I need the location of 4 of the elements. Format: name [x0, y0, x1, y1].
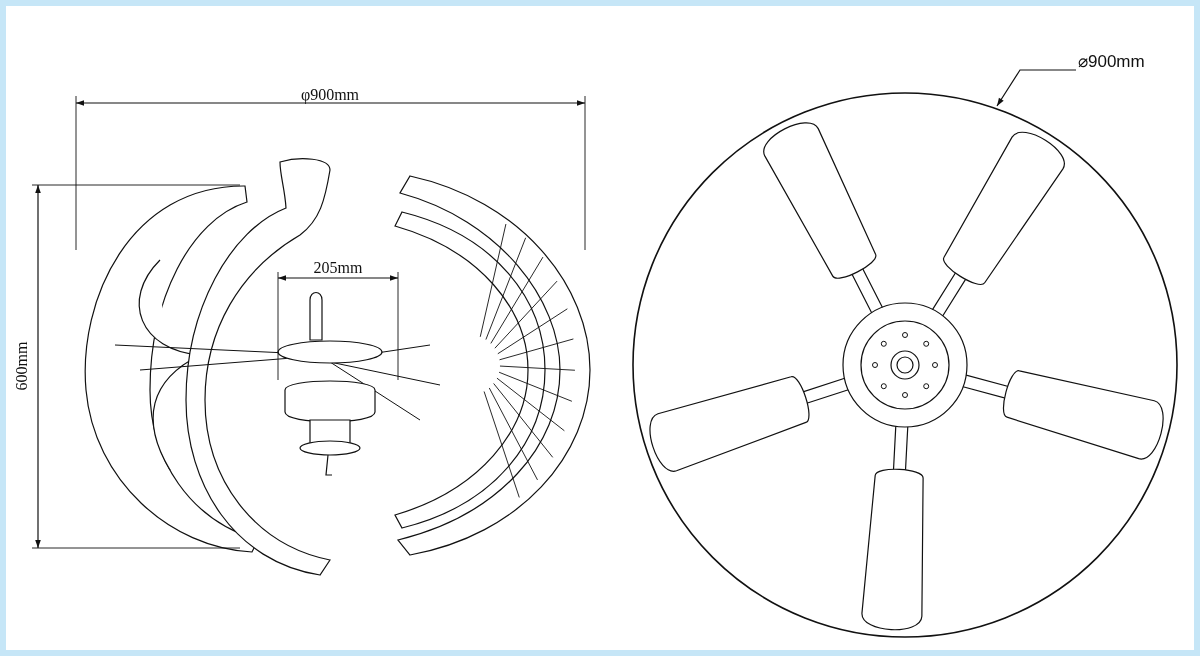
- dimension-label: 205mm: [313, 259, 363, 277]
- dimension-label: ⌀900mm: [1078, 53, 1145, 71]
- dimension-label: φ900mm: [300, 86, 360, 104]
- dimension-label: 600mm: [13, 341, 31, 391]
